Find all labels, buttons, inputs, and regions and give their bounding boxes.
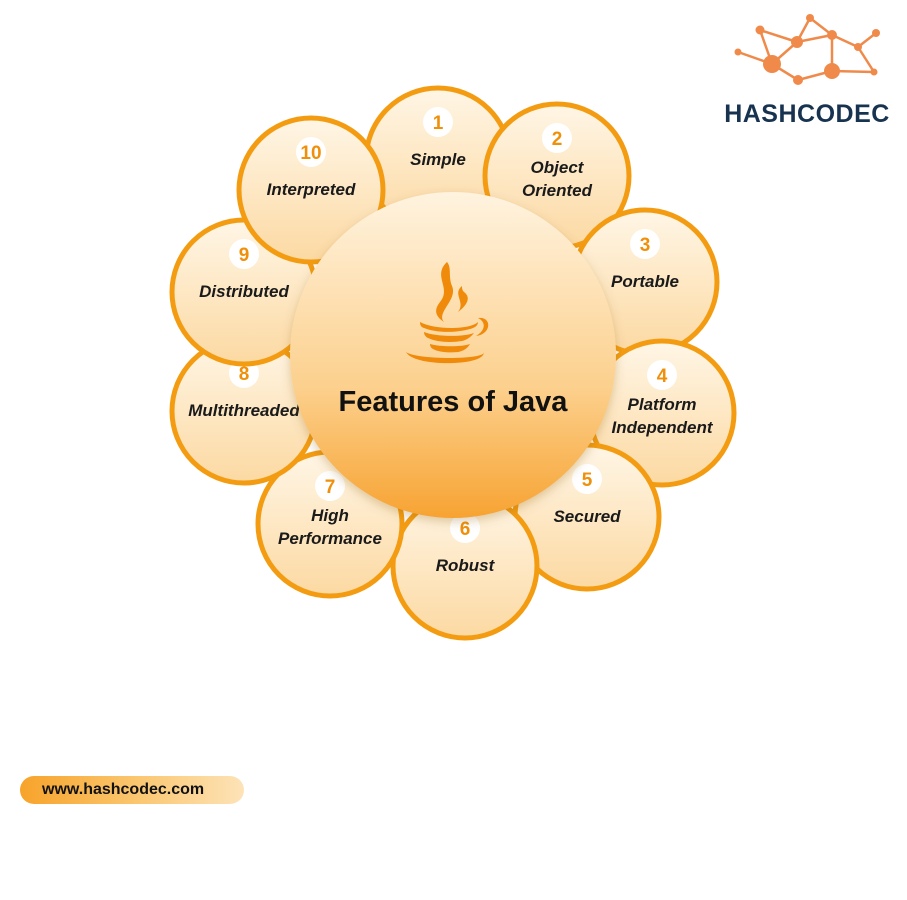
number-badge [450,513,480,543]
number-badge [630,229,660,259]
feature-label: Performance [278,529,382,548]
feature-label: Independent [611,418,713,437]
center-title: Features of Java [339,386,569,418]
feature-number: 10 [300,143,321,164]
feature-label: Multithreaded [188,401,300,420]
feature-label: Distributed [199,282,289,301]
brand-name: HASHCODEC [724,100,890,128]
feature-label: Robust [436,556,496,575]
feature-label: Object [531,158,585,177]
feature-number: 2 [552,129,563,150]
feature-label: Oriented [522,181,593,200]
number-badge [315,471,345,501]
feature-number: 3 [640,235,651,256]
feature-label: Secured [553,507,621,526]
website-url: www.hashcodec.com [42,781,205,798]
feature-number: 4 [657,366,668,387]
brand-logo: HASHCODEC [724,14,890,128]
feature-label: Portable [611,272,679,291]
petal-circle [236,115,386,265]
feature-number: 5 [582,470,593,491]
feature-number: 8 [239,364,250,385]
feature-label: Simple [410,150,466,169]
feature-number: 9 [239,245,250,266]
network-nodes [734,14,880,85]
number-badge [647,360,677,390]
number-badge [542,123,572,153]
feature-label: High [311,506,349,525]
number-badge [229,239,259,269]
website-pill[interactable]: www.hashcodec.com [20,776,244,804]
feature-number: 1 [433,113,444,134]
number-badge [572,464,602,494]
feature-label: Platform [628,395,697,414]
center-circle: Features of Java [290,192,616,518]
number-badge [423,107,453,137]
feature-number: 7 [325,477,336,498]
feature-label: Interpreted [267,180,356,199]
number-badge [296,137,326,167]
java-coffee-cup-icon [406,262,489,364]
feature-number: 6 [460,519,471,540]
